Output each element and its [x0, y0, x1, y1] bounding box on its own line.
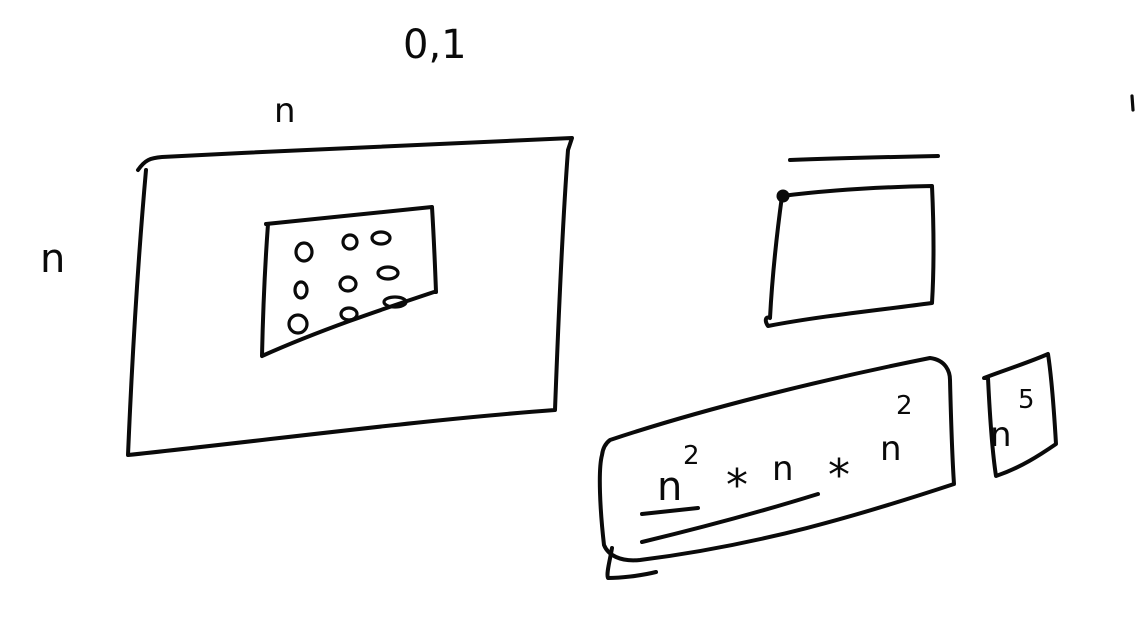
- small-square-outline: [763, 184, 936, 328]
- kernel-cell: [339, 306, 359, 322]
- kernel-cell: [293, 280, 309, 300]
- expr-underline-long: [640, 492, 820, 544]
- kernel-cells: [287, 230, 408, 335]
- expr-exp-2: 2: [896, 391, 913, 421]
- kernel: [260, 205, 438, 358]
- big-grid-outline: [126, 136, 574, 457]
- kernel-cell: [287, 313, 309, 335]
- kernel-cell: [294, 241, 314, 263]
- small-square-corner-dot: [776, 189, 790, 203]
- result-outline: [982, 352, 1058, 478]
- result-base: n: [990, 415, 1012, 455]
- top-label-group: 0,1: [403, 22, 467, 68]
- big-grid-height-label: n: [40, 236, 65, 282]
- expr-exp-1: 2: [683, 441, 700, 471]
- result-exp: 5: [1018, 385, 1035, 415]
- kernel-cell: [382, 295, 408, 309]
- big-grid-width-label: n: [274, 91, 296, 131]
- kernel-cell: [376, 265, 400, 281]
- stray-mark: [1130, 94, 1135, 112]
- result-box: n 5: [982, 352, 1058, 478]
- expr-op-1: *: [726, 460, 748, 511]
- expression-outline: [597, 356, 956, 563]
- big-grid: n n: [40, 91, 574, 457]
- kernel-cell: [370, 230, 392, 246]
- expr-base-1: n: [657, 464, 682, 510]
- small-square-overline: [788, 154, 940, 162]
- stray-marks: [1130, 94, 1135, 112]
- expr-op-2: *: [828, 450, 850, 501]
- kernel-outline: [260, 205, 438, 358]
- expression-tail: [605, 546, 658, 580]
- expr-base-3: n: [880, 429, 902, 469]
- kernel-cell: [341, 233, 359, 251]
- kernel-cell: [338, 275, 358, 293]
- expression-box: n 2 * n * n 2: [597, 356, 956, 580]
- expr-underline-short: [640, 506, 700, 516]
- expr-base-2: n: [772, 449, 794, 489]
- small-square: [763, 154, 940, 328]
- top-label: 0,1: [403, 22, 467, 68]
